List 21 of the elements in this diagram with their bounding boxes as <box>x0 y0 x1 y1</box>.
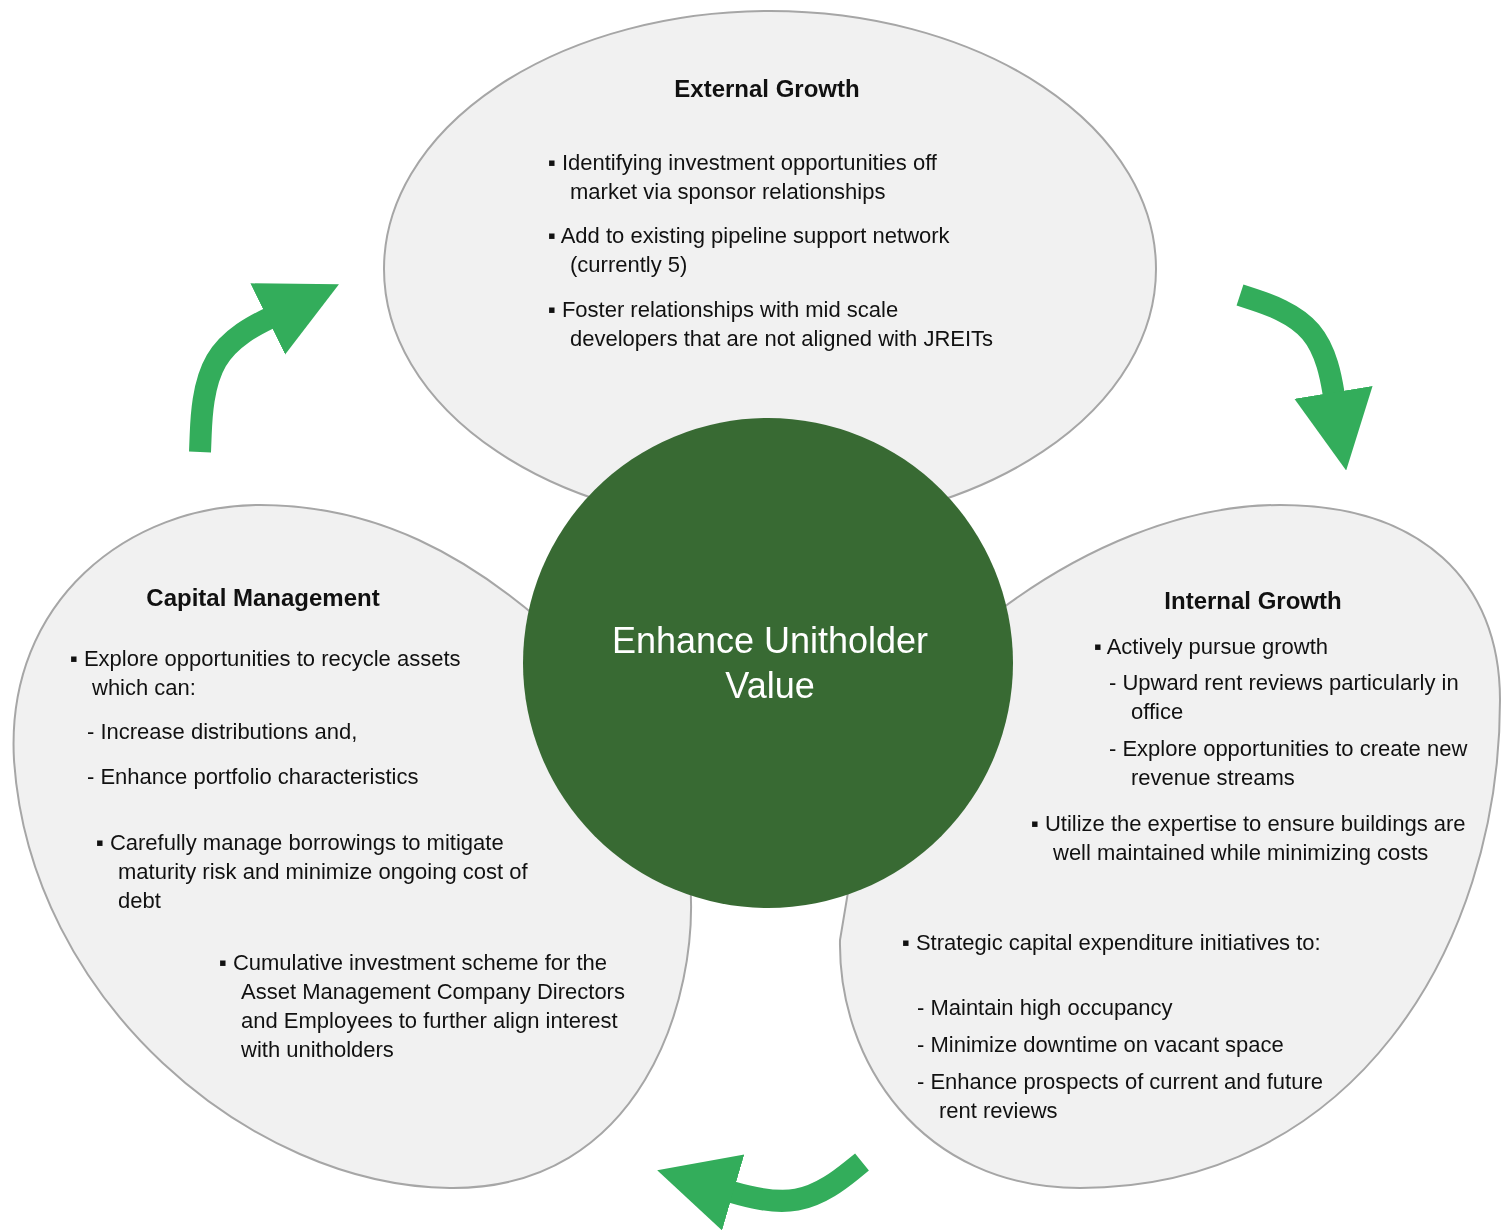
bullet-point: ▪ Strategic capital expenditure initiatives to: <box>902 929 1322 957</box>
section-heading: Internal Growth <box>1163 586 1343 615</box>
bullet-point: - Upward rent reviews particularly in office <box>1109 669 1460 726</box>
bullet-point: ▪ Utilize the expertise to ensure buildings are well maintained while minimizing costs <box>1031 810 1467 867</box>
center-title: Enhance Unitholder Value <box>610 619 930 708</box>
bullet-point: - Explore opportunities to create new revenue streams <box>1109 735 1469 792</box>
bullet-point: ▪ Add to existing pipeline support network (currently 5) <box>548 222 951 279</box>
bullet-point: ▪ Explore opportunities to recycle assets which can: <box>70 645 462 702</box>
curved-arrow <box>189 283 339 453</box>
bullet-point: ▪ Cumulative investment scheme for the Asset Management Company Directors and Employees to further align interest with unitholders <box>219 949 626 1064</box>
bullet-point: ▪ Carefully manage borrowings to mitigate maturity risk and minimize ongoing cost of debt <box>96 829 529 915</box>
bullet-point: ▪ Identifying investment opportunities off market via sponsor relationships <box>548 149 938 206</box>
bullet-point: - Enhance prospects of current and future rent reviews <box>917 1068 1324 1125</box>
bullet-point: ▪ Foster relationships with mid scale developers that are not aligned with JREITs <box>548 296 995 353</box>
section-heading: Capital Management <box>145 583 381 612</box>
bullet-point: - Enhance portfolio characteristics <box>87 763 420 791</box>
bullet-point: ▪ Actively pursue growth <box>1094 633 1330 661</box>
bullet-point: - Increase distributions and, <box>87 718 359 746</box>
bullet-point: - Minimize downtime on vacant space <box>917 1031 1285 1059</box>
section-heading: External Growth <box>673 74 861 103</box>
bullet-point: - Maintain high occupancy <box>917 994 1174 1022</box>
